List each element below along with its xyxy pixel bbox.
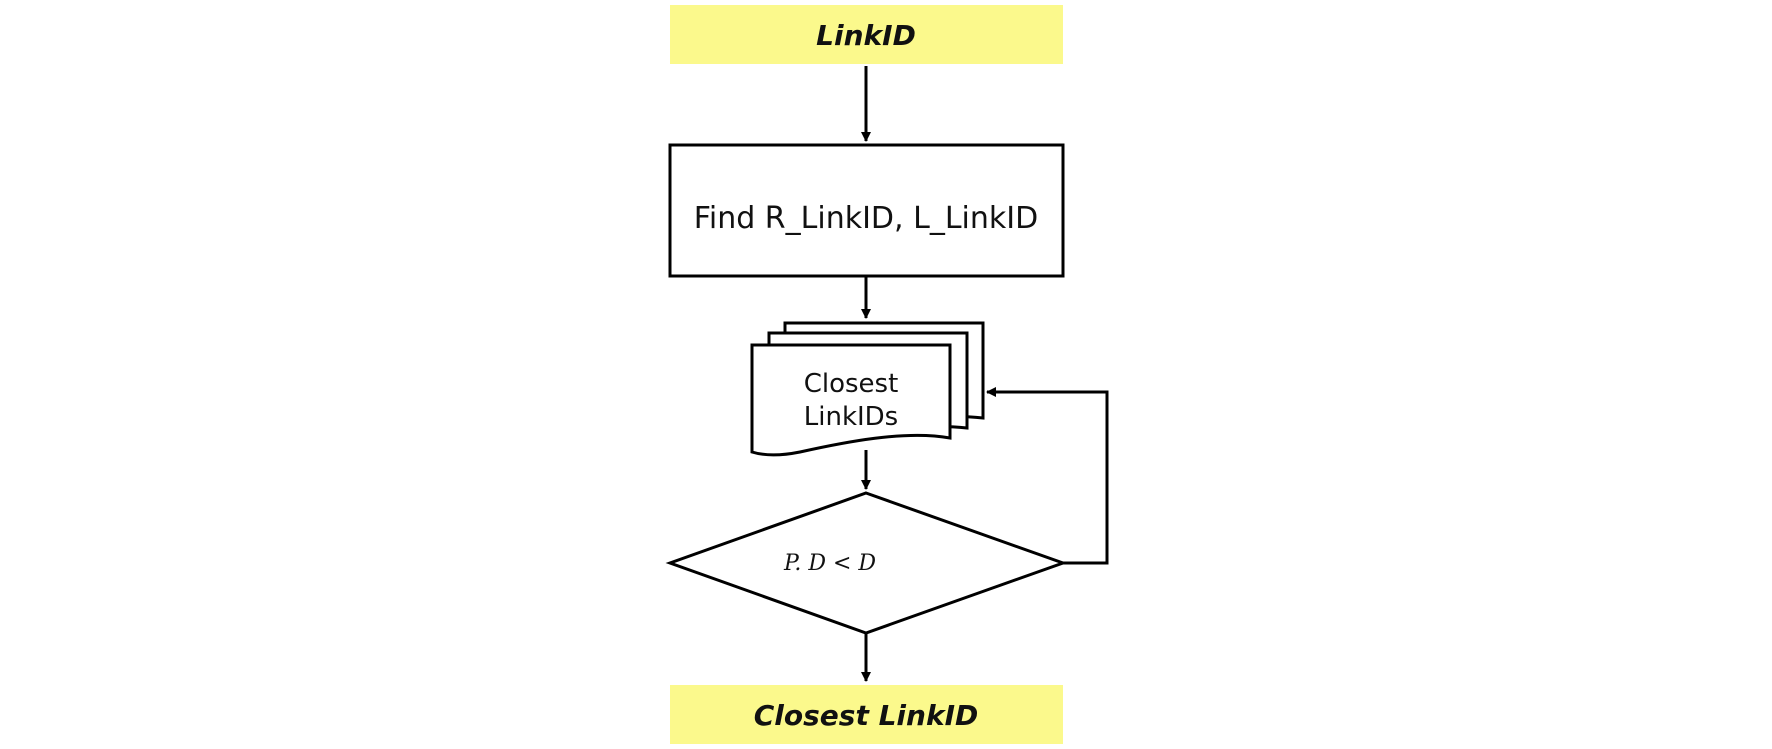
arrow-loop-back	[986, 387, 1109, 565]
process-node: Find R_LinkID, L_LinkID	[668, 143, 1065, 278]
documents-node: Closest LinkIDs	[750, 321, 985, 457]
end-node-label: Closest LinkID	[754, 699, 979, 732]
document-front-sheet	[750, 343, 952, 457]
start-node: LinkID	[670, 5, 1063, 64]
process-node-label: Find R_LinkID, L_LinkID	[694, 201, 1038, 236]
documents-label-line1: Closest	[804, 369, 899, 399]
end-node: Closest LinkID	[670, 685, 1063, 744]
decision-node: P. D < D	[665, 491, 1068, 635]
process-node-box	[668, 143, 1065, 278]
start-node-label: LinkID	[816, 19, 916, 52]
documents-label-line2: LinkIDs	[804, 402, 898, 432]
end-node-box	[670, 685, 1063, 744]
start-node-box	[670, 5, 1063, 64]
decision-node-label: P. D < D	[783, 551, 876, 576]
